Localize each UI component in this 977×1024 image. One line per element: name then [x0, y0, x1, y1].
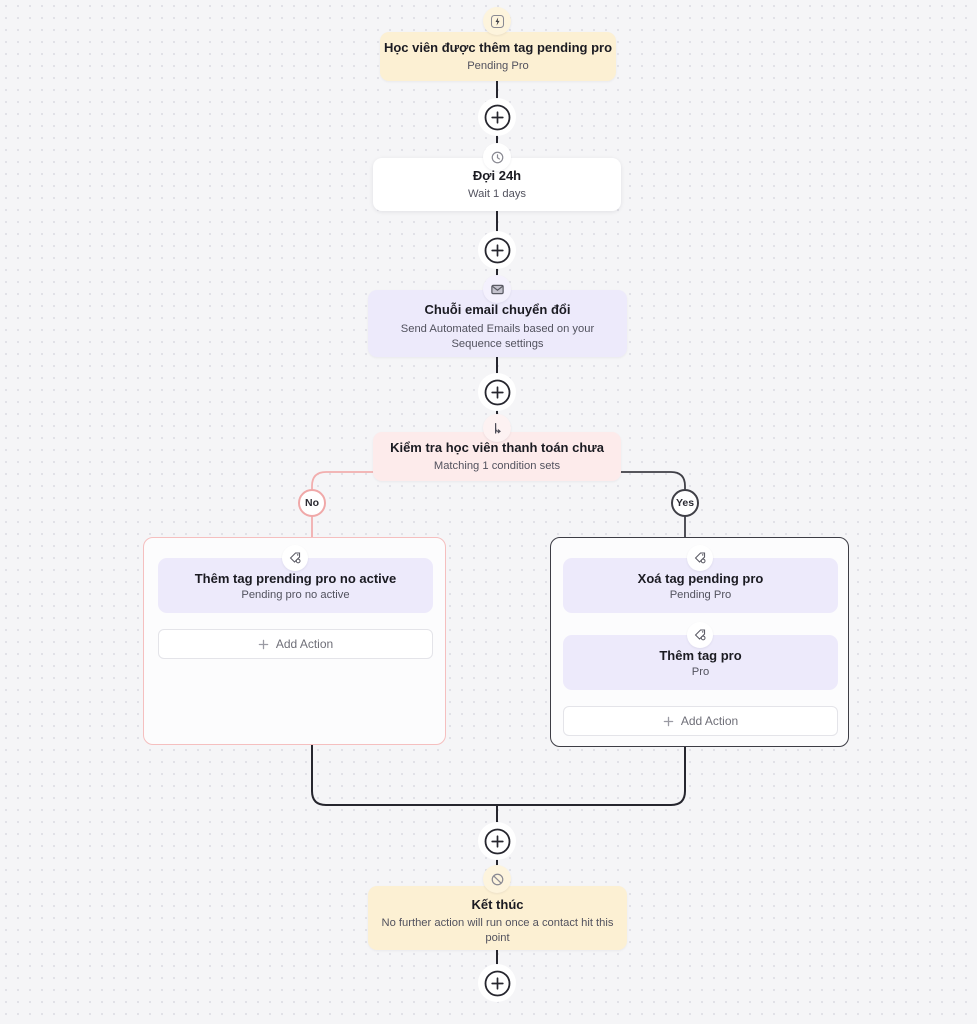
plus-icon: [484, 828, 510, 854]
add-action-button[interactable]: Add Action: [158, 629, 433, 659]
no-branch-container: Thêm tag prending pro no active Pending …: [143, 537, 446, 745]
action-subtitle: Pending pro no active: [241, 588, 350, 601]
plus-icon: [663, 716, 674, 726]
branch-label-yes: Yes: [671, 489, 699, 517]
action-subtitle: Pending Pro: [669, 588, 732, 601]
action-title: Thêm tag prending pro no active: [194, 570, 397, 586]
end-subtitle: No further action will run once a contac…: [381, 917, 614, 945]
plus-icon: [484, 237, 510, 263]
trigger-node[interactable]: Học viên được thêm tag pending pro Pendi…: [380, 32, 616, 81]
plus-icon: [484, 379, 510, 405]
branch-icon: [483, 414, 511, 442]
lightning-icon: [483, 7, 511, 35]
end-title: Kết thúc: [471, 896, 524, 912]
email-subtitle: Send Automated Emails based on your Sequ…: [400, 322, 595, 350]
plus-icon: [484, 104, 510, 130]
add-step-button[interactable]: [478, 98, 516, 136]
end-node[interactable]: Kết thúc No further action will run once…: [368, 886, 627, 950]
wait-subtitle: Wait 1 days: [467, 188, 527, 201]
plus-icon: [484, 970, 510, 996]
add-action-label: Add Action: [275, 637, 334, 651]
branch-label-no: No: [298, 489, 326, 517]
tag-icon: [687, 622, 713, 648]
add-step-button[interactable]: [478, 822, 516, 860]
trigger-subtitle: Pending Pro: [467, 60, 529, 73]
action-title: Xoá tag pending pro: [637, 570, 764, 586]
yes-branch-container: Xoá tag pending pro Pending Pro Thêm tag…: [550, 537, 849, 747]
add-step-button[interactable]: [478, 231, 516, 269]
plus-icon: [258, 639, 269, 649]
action-subtitle: Pro: [691, 665, 710, 678]
wait-title: Đợi 24h: [472, 167, 522, 183]
email-icon: [483, 275, 511, 303]
action-title: Thêm tag pro: [659, 647, 742, 663]
tag-icon: [687, 545, 713, 571]
ban-icon: [483, 865, 511, 893]
condition-subtitle: Matching 1 condition sets: [433, 460, 561, 473]
trigger-title: Học viên được thêm tag pending pro: [383, 39, 613, 55]
email-title: Chuỗi email chuyển đổi: [424, 302, 571, 318]
condition-title: Kiểm tra học viên thanh toán chưa: [390, 439, 604, 455]
add-step-button[interactable]: [478, 964, 516, 1002]
add-step-button[interactable]: [478, 373, 516, 411]
add-action-button[interactable]: Add Action: [563, 706, 838, 736]
clock-icon: [483, 143, 511, 171]
tag-icon: [282, 545, 308, 571]
add-action-label: Add Action: [680, 714, 739, 728]
